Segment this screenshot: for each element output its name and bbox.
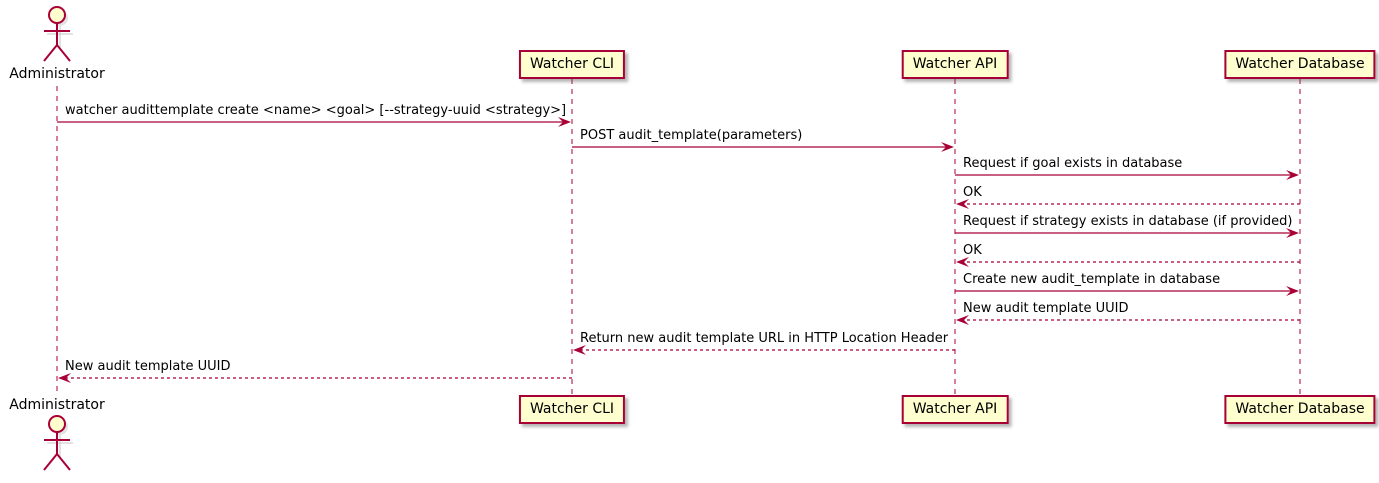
message-arrowhead-2	[941, 142, 954, 152]
actor-administrator-figure-top	[43, 6, 73, 62]
message-arrowhead-7	[1286, 286, 1299, 296]
message-label-7: Create new audit_template in database	[963, 272, 1221, 287]
message-arrowhead-9	[573, 345, 586, 355]
message-arrowhead-6	[956, 257, 969, 267]
message-arrowhead-4	[956, 199, 969, 209]
message-label-8: New audit template UUID	[963, 301, 1129, 316]
participant-watcher-cli-top: Watcher CLI	[518, 50, 626, 79]
participant-watcher-database-bottom: Watcher Database	[1224, 395, 1376, 424]
message-label-1: watcher audittemplate create <name> <goa…	[65, 103, 567, 118]
actor-administrator-label-bottom: Administrator	[9, 397, 105, 413]
message-arrowhead-5	[1286, 228, 1299, 238]
participant-watcher-api-top: Watcher API	[901, 50, 1009, 79]
message-label-3: Request if goal exists in database	[963, 156, 1183, 171]
participant-watcher-api-bottom: Watcher API	[901, 395, 1009, 424]
message-label-4: OK	[963, 185, 982, 200]
message-arrowhead-1	[558, 117, 571, 127]
message-arrowhead-3	[1286, 170, 1299, 180]
actor-administrator-figure-bottom	[43, 415, 73, 471]
message-arrowhead-10	[58, 373, 71, 383]
message-label-10: New audit template UUID	[65, 359, 231, 374]
message-label-5: Request if strategy exists in database (…	[963, 214, 1293, 229]
actor-administrator-label-top: Administrator	[9, 66, 105, 82]
message-label-2: POST audit_template(parameters)	[580, 128, 803, 143]
participant-watcher-cli-bottom: Watcher CLI	[518, 395, 626, 424]
participant-watcher-database-top: Watcher Database	[1224, 50, 1376, 79]
message-arrowhead-8	[956, 315, 969, 325]
message-label-6: OK	[963, 243, 982, 258]
message-label-9: Return new audit template URL in HTTP Lo…	[580, 331, 949, 346]
